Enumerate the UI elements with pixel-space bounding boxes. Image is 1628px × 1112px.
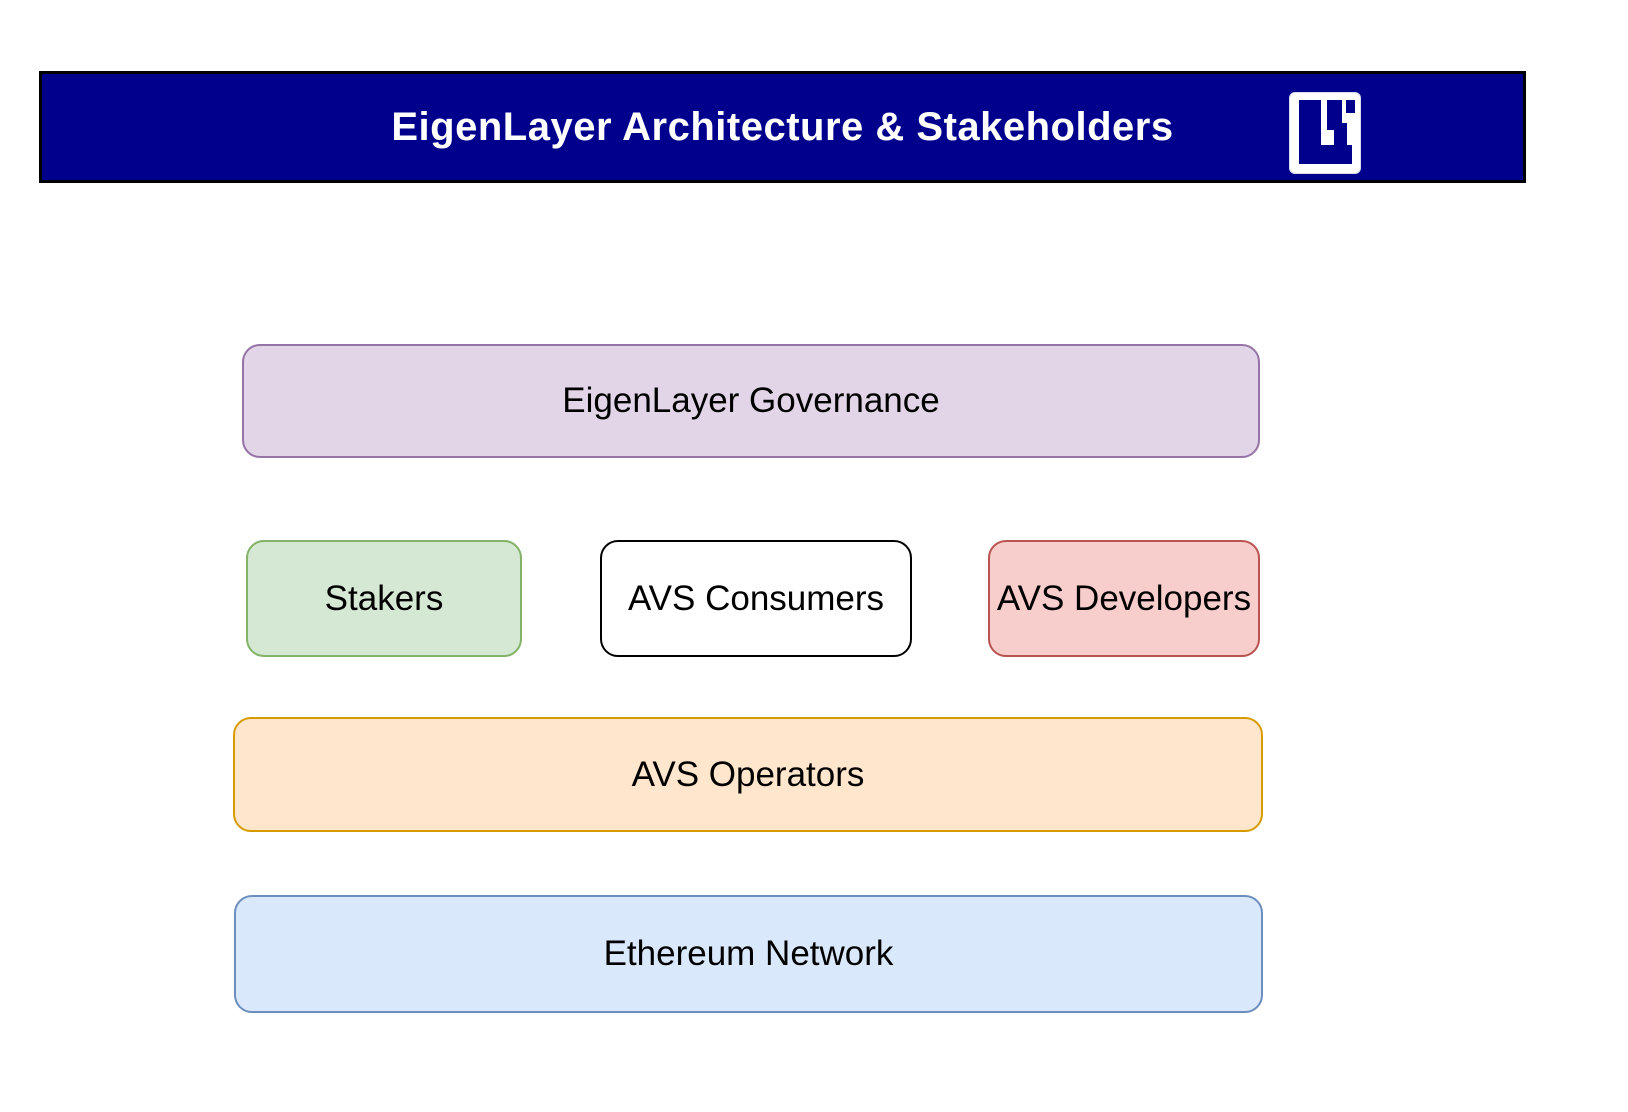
page-title: EigenLayer Architecture & Stakeholders [391,104,1174,149]
node-eigenlayer-governance: EigenLayer Governance [242,344,1260,458]
eigenlayer-logo-icon [1290,93,1360,173]
node-stakers: Stakers [246,540,522,657]
node-label: EigenLayer Governance [562,381,940,420]
node-avs-developers: AVS Developers [988,540,1260,657]
node-label: AVS Developers [996,578,1252,618]
node-label: AVS Operators [631,754,865,794]
node-label: Ethereum Network [603,934,894,973]
node-ethereum-network: Ethereum Network [234,895,1263,1013]
node-avs-operators: AVS Operators [233,717,1263,832]
node-avs-consumers: AVS Consumers [600,540,912,657]
title-bar: EigenLayer Architecture & Stakeholders [39,71,1526,183]
node-label: Stakers [324,578,444,618]
node-label: AVS Consumers [627,578,885,618]
